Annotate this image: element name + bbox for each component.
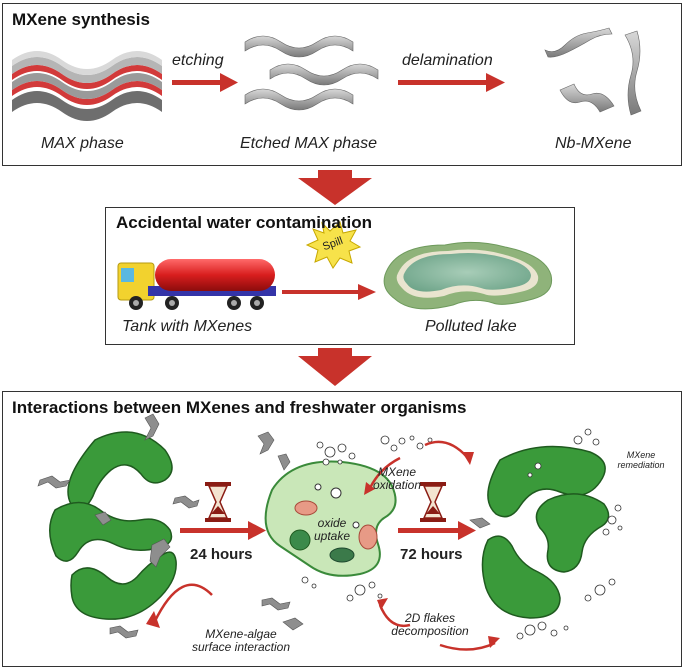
- uptake-label: oxide uptake: [309, 517, 355, 543]
- uptake-line-2: uptake: [313, 529, 351, 543]
- interaction-line-1: MXene-algae: [205, 627, 277, 641]
- time-arrow-72h: [398, 521, 476, 540]
- algae-cells-left: [49, 431, 177, 620]
- delamination-arrow: [398, 73, 505, 92]
- polluted-lake: [383, 241, 553, 310]
- mxene-flakes-scattered: [37, 413, 491, 639]
- decomposition-line-2: decomposition: [391, 624, 469, 638]
- max-phase-stack: [12, 51, 162, 121]
- spill-burst: [305, 221, 362, 269]
- uptake-line-1: oxide: [317, 516, 347, 530]
- curved-arrow-heads: [146, 452, 500, 648]
- delamination-label: delamination: [402, 52, 493, 69]
- remediation-line-2: remediation: [617, 460, 665, 470]
- etching-arrow: [172, 73, 238, 92]
- time-72h-label: 72 hours: [400, 546, 463, 563]
- decomposition-label: 2D flakes decomposition: [380, 612, 480, 638]
- interaction-label: MXene-algae surface interaction: [176, 628, 306, 654]
- tank-label: Tank with MXenes: [122, 318, 253, 335]
- etching-label: etching: [172, 52, 224, 69]
- etched-max-phase-label: Etched MAX phase: [240, 135, 377, 152]
- etched-max-phase: [244, 35, 379, 111]
- contamination-title: Accidental water contamination: [116, 213, 372, 232]
- time-arrow-24h: [180, 521, 266, 540]
- down-arrow-1: [298, 170, 372, 205]
- max-phase-label: MAX phase: [41, 135, 124, 152]
- synthesis-title: MXene synthesis: [12, 10, 150, 29]
- oxidation-line-1: MXene: [377, 465, 417, 479]
- interactions-title: Interactions between MXenes and freshwat…: [12, 398, 467, 417]
- decomposition-line-1: 2D flakes: [404, 611, 456, 625]
- oxidation-line-2: oxidation: [372, 478, 422, 492]
- algae-cell-center: [264, 460, 397, 577]
- algae-cells-right: [481, 445, 610, 619]
- down-arrow-2: [298, 348, 372, 386]
- oxide-particles: [301, 428, 623, 640]
- oxidation-label: MXene oxidation: [362, 466, 432, 492]
- time-24h-label: 24 hours: [190, 546, 253, 563]
- remediation-label: MXene remediation: [610, 450, 672, 470]
- lake-label: Polluted lake: [425, 318, 517, 335]
- interaction-line-2: surface interaction: [191, 640, 291, 654]
- remediation-line-1: MXene: [626, 450, 656, 460]
- hourglass-icon: [205, 482, 231, 522]
- spill-arrow: [282, 284, 376, 300]
- nb-mxene-label: Nb-MXene: [555, 135, 632, 152]
- hourglass-icon-2: [420, 482, 446, 522]
- tank-truck: [117, 259, 276, 310]
- nb-mxene-flakes: [544, 27, 642, 116]
